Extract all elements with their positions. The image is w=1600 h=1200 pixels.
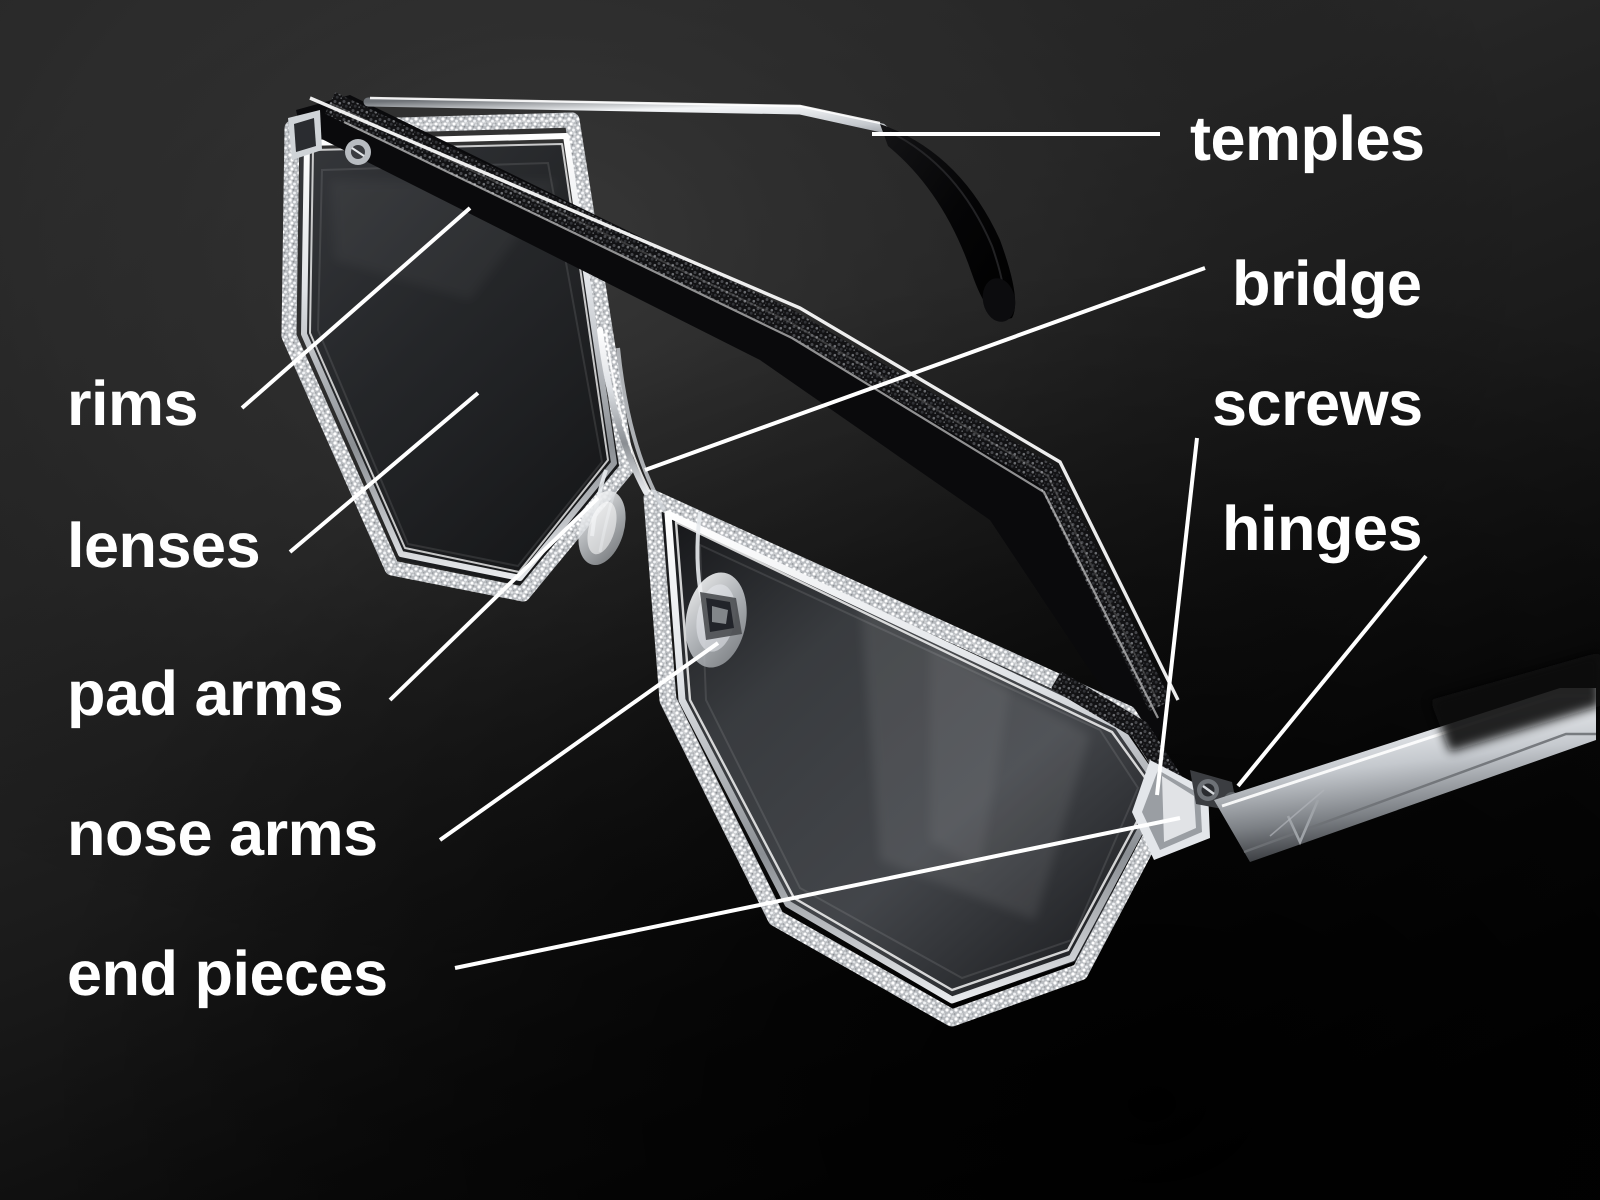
leader-line-lenses bbox=[288, 391, 480, 554]
label-pad-arms: pad arms bbox=[67, 659, 344, 729]
upper-temple bbox=[363, 96, 1016, 322]
label-hinges: hinges bbox=[1222, 494, 1423, 564]
label-nose-arms: nose arms bbox=[67, 799, 378, 869]
label-temples: temples bbox=[1190, 104, 1425, 174]
left-rim bbox=[281, 112, 635, 602]
label-lenses: lenses bbox=[67, 511, 261, 581]
leader-line-rims bbox=[240, 206, 472, 410]
right-lens-group bbox=[660, 512, 1160, 1000]
bridge-part bbox=[597, 327, 666, 512]
end-piece-hinge-temple bbox=[1132, 652, 1600, 862]
leader-line-screws bbox=[1155, 437, 1199, 796]
brow-bar bbox=[296, 92, 1180, 760]
left-end-piece bbox=[288, 110, 371, 165]
leader-line-end-pieces bbox=[454, 816, 1181, 970]
leader-line-nose-arms bbox=[438, 641, 720, 842]
leader-line-pad-arms bbox=[388, 496, 600, 702]
leader-line-hinges bbox=[1236, 554, 1428, 788]
nose-assembly bbox=[578, 469, 747, 668]
label-screws: screws bbox=[1212, 369, 1423, 439]
label-end-pieces: end pieces bbox=[67, 939, 388, 1009]
leader-line-bridge bbox=[644, 266, 1206, 472]
label-bridge: bridge bbox=[1232, 249, 1422, 319]
label-rims: rims bbox=[67, 369, 199, 439]
